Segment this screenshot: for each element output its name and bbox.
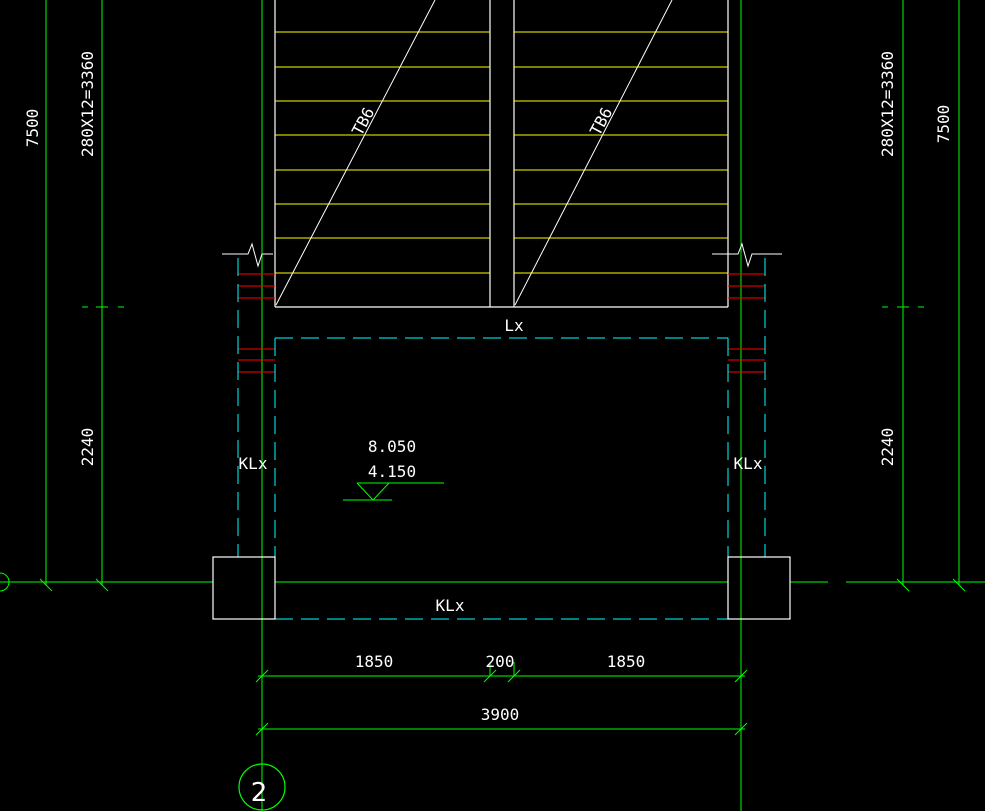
dim-right-total: 7500 xyxy=(934,105,953,144)
stair-treads xyxy=(275,31,728,274)
dim-left-total: 7500 xyxy=(23,109,42,148)
columns xyxy=(212,556,791,620)
beam-label-top: Lx xyxy=(504,316,524,335)
left-edge-arc xyxy=(0,572,10,592)
dim-left-flight: 280X12=3360 xyxy=(78,51,97,157)
level-upper: 8.050 xyxy=(368,437,416,456)
dim-right-landing: 2240 xyxy=(878,428,897,467)
rebar-marks xyxy=(238,273,765,373)
level-symbol-icon xyxy=(343,482,444,501)
dim-right-flight: 280X12=3360 xyxy=(878,51,897,157)
break-line-symbols xyxy=(222,242,782,268)
dim-left-landing: 2240 xyxy=(78,428,97,467)
right-dimension-chain xyxy=(882,0,966,592)
beam-outlines xyxy=(237,258,766,620)
dim-bottom-left: 1850 xyxy=(355,652,394,671)
stair-label-left: TB6 xyxy=(348,104,378,138)
dim-bottom-right: 1850 xyxy=(607,652,646,671)
stair-label-right: TB6 xyxy=(586,104,616,138)
axis-bubble-icon xyxy=(238,763,286,811)
beam-label-left: KLx xyxy=(239,454,268,473)
beam-label-bottom: KLx xyxy=(436,596,465,615)
dim-bottom-total: 3900 xyxy=(481,705,520,724)
outer-walls xyxy=(261,0,742,811)
level-lower: 4.150 xyxy=(368,462,416,481)
axis-label: 2 xyxy=(251,778,268,808)
flight-diagonals xyxy=(275,0,673,306)
stair-walls xyxy=(274,0,729,308)
dim-bottom-middle: 200 xyxy=(486,652,515,671)
left-dimension-chain xyxy=(39,0,124,592)
beam-label-right: KLx xyxy=(734,454,763,473)
bottom-dimension-lines xyxy=(255,662,748,736)
